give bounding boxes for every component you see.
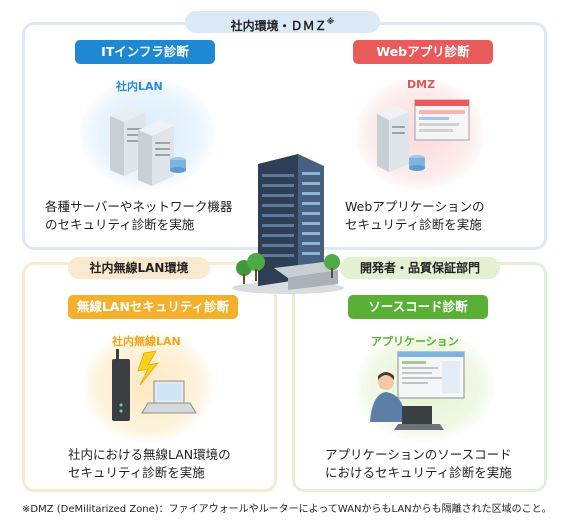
- source-code-desc-line1: アプリケーションのソースコード: [325, 447, 512, 462]
- web-app-description: Webアプリケーションの セキュリティ診断を実施: [345, 198, 485, 234]
- wireless-lan-badge: 無線LANセキュリティ診断: [68, 295, 238, 319]
- developer-at-computer-icon: [370, 351, 465, 430]
- footnote-mark: ※: [326, 17, 335, 26]
- wireless-lan-description: 社内における無線LAN環境の セキュリティ診断を実施: [68, 446, 231, 482]
- dmz-footnote: ※DMZ (DeMilitarized Zone)：ファイアウォールやルーターに…: [22, 504, 552, 515]
- wireless-glow: [83, 330, 213, 442]
- office-building-icon: [232, 154, 344, 294]
- source-code-desc-line2: におけるセキュリティ診断を実施: [325, 465, 512, 480]
- dmz-label: DMZ: [407, 78, 436, 91]
- wireless-lan-desc-line1: 社内における無線LAN環境の: [68, 447, 231, 462]
- server-rack-icon: [110, 106, 186, 186]
- internal-dmz-title: 社内環境・ＤＭＺ※: [185, 11, 380, 33]
- wireless-router-icon: [112, 349, 197, 421]
- application-label: アプリケーション: [371, 335, 459, 348]
- source-code-badge: ソースコード診断: [348, 295, 488, 319]
- source-code-description: アプリケーションのソースコード におけるセキュリティ診断を実施: [325, 446, 512, 482]
- internal-dmz-title-text: 社内環境・ＤＭＺ: [230, 19, 327, 33]
- it-infra-desc-line1: 各種サーバーやネットワーク機器: [45, 199, 233, 214]
- it-infra-description: 各種サーバーやネットワーク機器 のセキュリティ診断を実施: [45, 198, 232, 234]
- it-infra-badge: ITインフラ診断: [75, 40, 215, 64]
- internal-lan-label: 社内LAN: [116, 80, 163, 93]
- web-app-desc-line1: Webアプリケーションの: [345, 199, 485, 214]
- developer-qa-title: 開発者・品質保証部門: [340, 257, 500, 279]
- web-app-desc-line2: セキュリティ診断を実施: [345, 217, 482, 232]
- web-app-badge: Webアプリ診断: [353, 40, 493, 64]
- wireless-lan-title: 社内無線LAN環境: [68, 257, 210, 279]
- web-server-icon: [377, 99, 470, 172]
- wireless-lan-desc-line2: セキュリティ診断を実施: [68, 465, 205, 480]
- it-infra-desc-line2: のセキュリティ診断を実施: [45, 217, 195, 232]
- internal-wireless-label: 社内無線LAN: [112, 335, 181, 348]
